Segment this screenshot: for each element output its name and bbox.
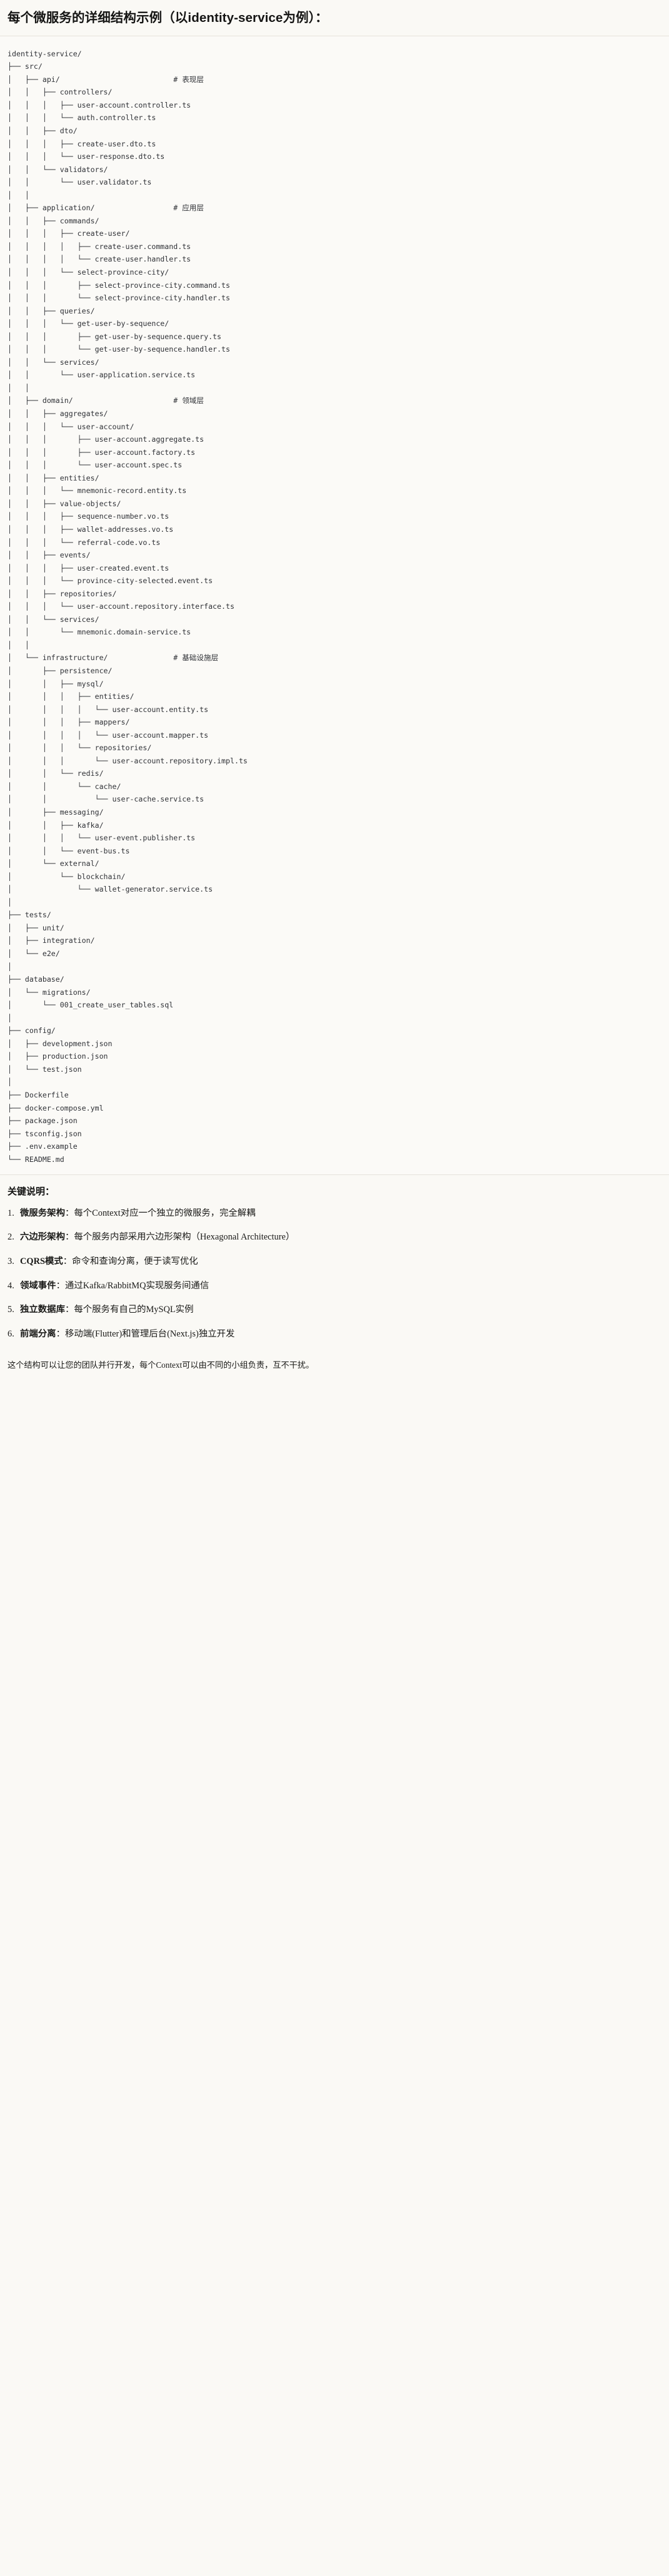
key-point-separator: ： [56, 1328, 65, 1339]
key-point-separator: ： [56, 1280, 65, 1291]
footer-note: 这个结构可以让您的团队并行开发，每个Context可以由不同的小组负责，互不干扰… [8, 1360, 314, 1370]
key-point-term: 六边形架构 [20, 1232, 65, 1243]
key-point-description: 移动端(Flutter)和管理后台(Next.js)独立开发 [64, 1328, 235, 1339]
key-point-separator: ： [64, 1232, 74, 1243]
key-point-separator: ： [63, 1256, 73, 1267]
key-points-list: 微服务架构：每个Context对应一个独立的微服务，完全解耦六边形架构：每个服务… [8, 1207, 661, 1341]
key-point-item: 领域事件：通过Kafka/RabbitMQ实现服务间通信 [8, 1280, 661, 1293]
key-point-term: 微服务架构 [20, 1208, 65, 1218]
directory-tree: identity-service/ ├── src/ │ ├── api/ # … [8, 49, 248, 1164]
key-point-description: 每个Context对应一个独立的微服务，完全解耦 [74, 1208, 256, 1218]
key-point-term: CQRS模式 [20, 1256, 63, 1267]
key-point-description: 每个服务有自己的MySQL实例 [74, 1305, 194, 1315]
page-title: 每个微服务的详细结构示例（以identity-service为例）： [0, 0, 669, 36]
key-points-section: 关键说明： 微服务架构：每个Context对应一个独立的微服务，完全解耦六边形架… [0, 1175, 669, 1355]
key-point-description: 通过Kafka/RabbitMQ实现服务间通信 [64, 1280, 209, 1291]
key-point-description: 命令和查询分离，便于读写优化 [72, 1256, 198, 1267]
key-point-term: 前端分离 [20, 1328, 56, 1339]
key-point-item: CQRS模式：命令和查询分离，便于读写优化 [8, 1255, 661, 1269]
key-point-separator: ： [64, 1208, 74, 1218]
key-point-description: 每个服务内部采用六边形架构（Hexagonal Architecture） [74, 1232, 295, 1243]
key-point-item: 六边形架构：每个服务内部采用六边形架构（Hexagonal Architectu… [8, 1231, 661, 1245]
document-page: 每个微服务的详细结构示例（以identity-service为例）： ident… [0, 0, 669, 1382]
key-point-item: 微服务架构：每个Context对应一个独立的微服务，完全解耦 [8, 1207, 661, 1221]
key-point-term: 独立数据库 [20, 1305, 65, 1315]
key-point-item: 独立数据库：每个服务有自己的MySQL实例 [8, 1303, 661, 1317]
code-block: identity-service/ ├── src/ │ ├── api/ # … [0, 36, 669, 1176]
key-point-term: 领域事件 [20, 1280, 56, 1291]
key-points-title: 关键说明： [8, 1186, 55, 1198]
key-point-separator: ： [64, 1305, 74, 1315]
key-point-item: 前端分离：移动端(Flutter)和管理后台(Next.js)独立开发 [8, 1328, 661, 1341]
